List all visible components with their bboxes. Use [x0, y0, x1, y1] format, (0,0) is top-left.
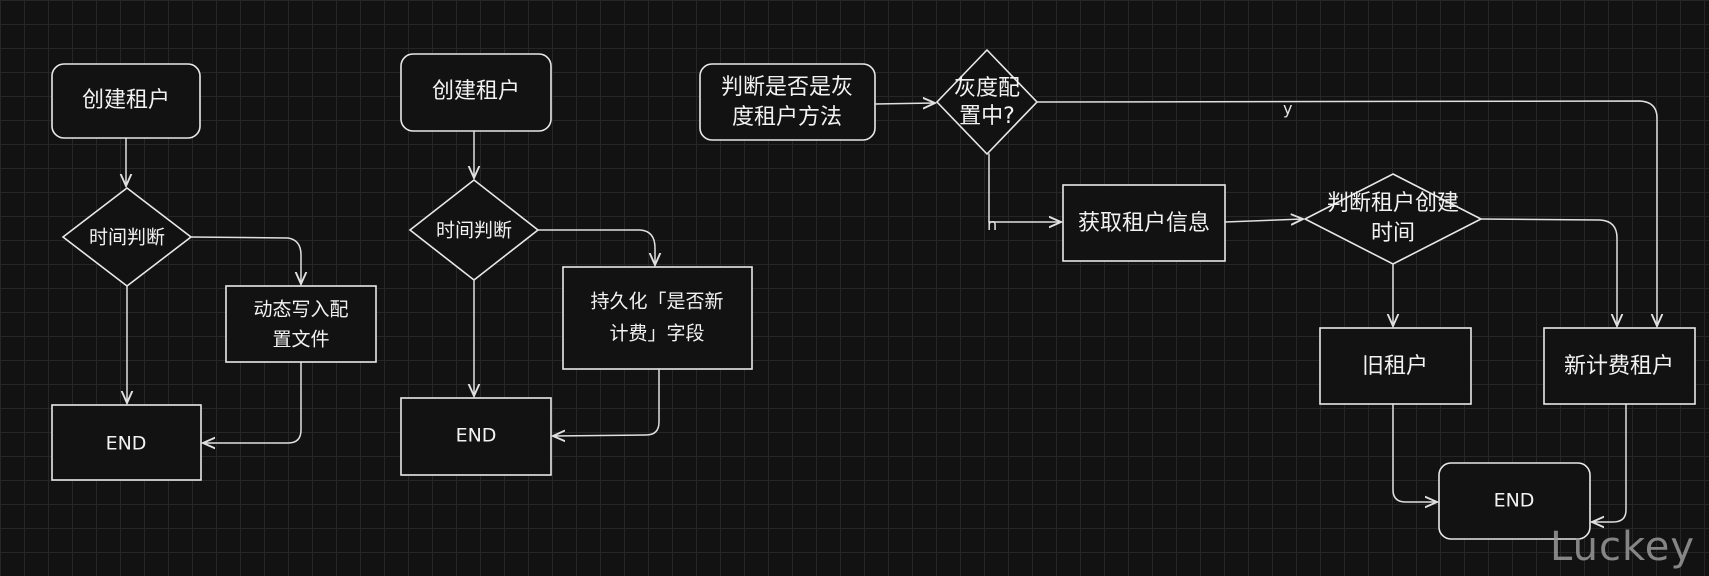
flow3-start-line2: 度租户方法 — [732, 105, 842, 130]
flow2-action-line2: 计费」字段 — [609, 323, 704, 345]
flow3-yes-label: y — [1283, 99, 1292, 118]
flow3-edge-start-gray — [874, 103, 935, 104]
flow1-action-line1: 动态写入配 — [253, 299, 348, 321]
flow3-old-tenant-node: 旧租户 — [1319, 327, 1472, 405]
flow2-end-node: END — [400, 397, 552, 476]
flow3-edge-old-end — [1392, 403, 1437, 502]
flow3-time-decision-line1: 判断租户创建 — [1327, 191, 1459, 216]
flow2-start-label: 创建租户 — [432, 79, 520, 104]
flow2-start-node: 创建租户 — [400, 53, 552, 132]
flow1-start-node: 创建租户 — [51, 63, 201, 139]
flow3-gray-decision-line2: 置中? — [959, 104, 1015, 129]
flow1-end-node: END — [51, 404, 202, 481]
flow3-edge-time-new — [1480, 218, 1617, 326]
flow2-decision-label: 时间判断 — [436, 220, 512, 242]
flow3-new-tenant-node: 新计费租户 — [1543, 327, 1696, 405]
flow1-action-node: 动态写入配 置文件 — [225, 285, 377, 363]
flow3-new-tenant-label: 新计费租户 — [1564, 354, 1674, 379]
flow1-decision-label: 时间判断 — [89, 227, 165, 249]
flow1-start-label: 创建租户 — [82, 88, 170, 113]
flow3-edge-new-end — [1592, 403, 1627, 522]
flow2-decision-node: 时间判断 — [408, 178, 540, 282]
flow3-end-node: END — [1438, 462, 1591, 540]
flow3-gray-decision-line1: 灰度配 — [954, 76, 1020, 101]
flow3-time-decision-node: 判断租户创建 时间 — [1303, 173, 1483, 265]
flow3-get-info-label: 获取租户信息 — [1078, 211, 1210, 236]
flow3-start-node: 判断是否是灰 度租户方法 — [699, 63, 876, 141]
flow3-edge-gray-yes — [1036, 100, 1657, 326]
flow3-edge-gray-no — [988, 153, 1061, 222]
flow2-edge-decision-action — [537, 229, 655, 265]
flow3-end-label: END — [1494, 490, 1535, 512]
flow3-time-decision-line2: 时间 — [1371, 221, 1415, 246]
flow1-edge-action-end — [203, 361, 302, 443]
flow2-action-line1: 持久化「是否新 — [590, 291, 723, 313]
flow3-start-line1: 判断是否是灰 — [721, 75, 853, 100]
flow3-gray-decision-node: 灰度配 置中? — [935, 48, 1039, 156]
flow1-end-label: END — [106, 433, 147, 455]
flow3-edge-info-time — [1224, 219, 1303, 222]
flow1-action-line2: 置文件 — [272, 329, 329, 351]
flow3-no-label: n — [987, 215, 997, 234]
flow3-old-tenant-label: 旧租户 — [1362, 354, 1428, 379]
flow1-edge-decision-action — [190, 236, 301, 284]
watermark-text: Luckey — [1550, 524, 1695, 570]
flow1-decision-node: 时间判断 — [61, 186, 193, 288]
flow2-edge-action-end — [553, 368, 660, 436]
flow2-action-node: 持久化「是否新 计费」字段 — [562, 266, 753, 370]
flow2-end-label: END — [456, 425, 497, 447]
flow3-get-info-node: 获取租户信息 — [1062, 184, 1226, 262]
